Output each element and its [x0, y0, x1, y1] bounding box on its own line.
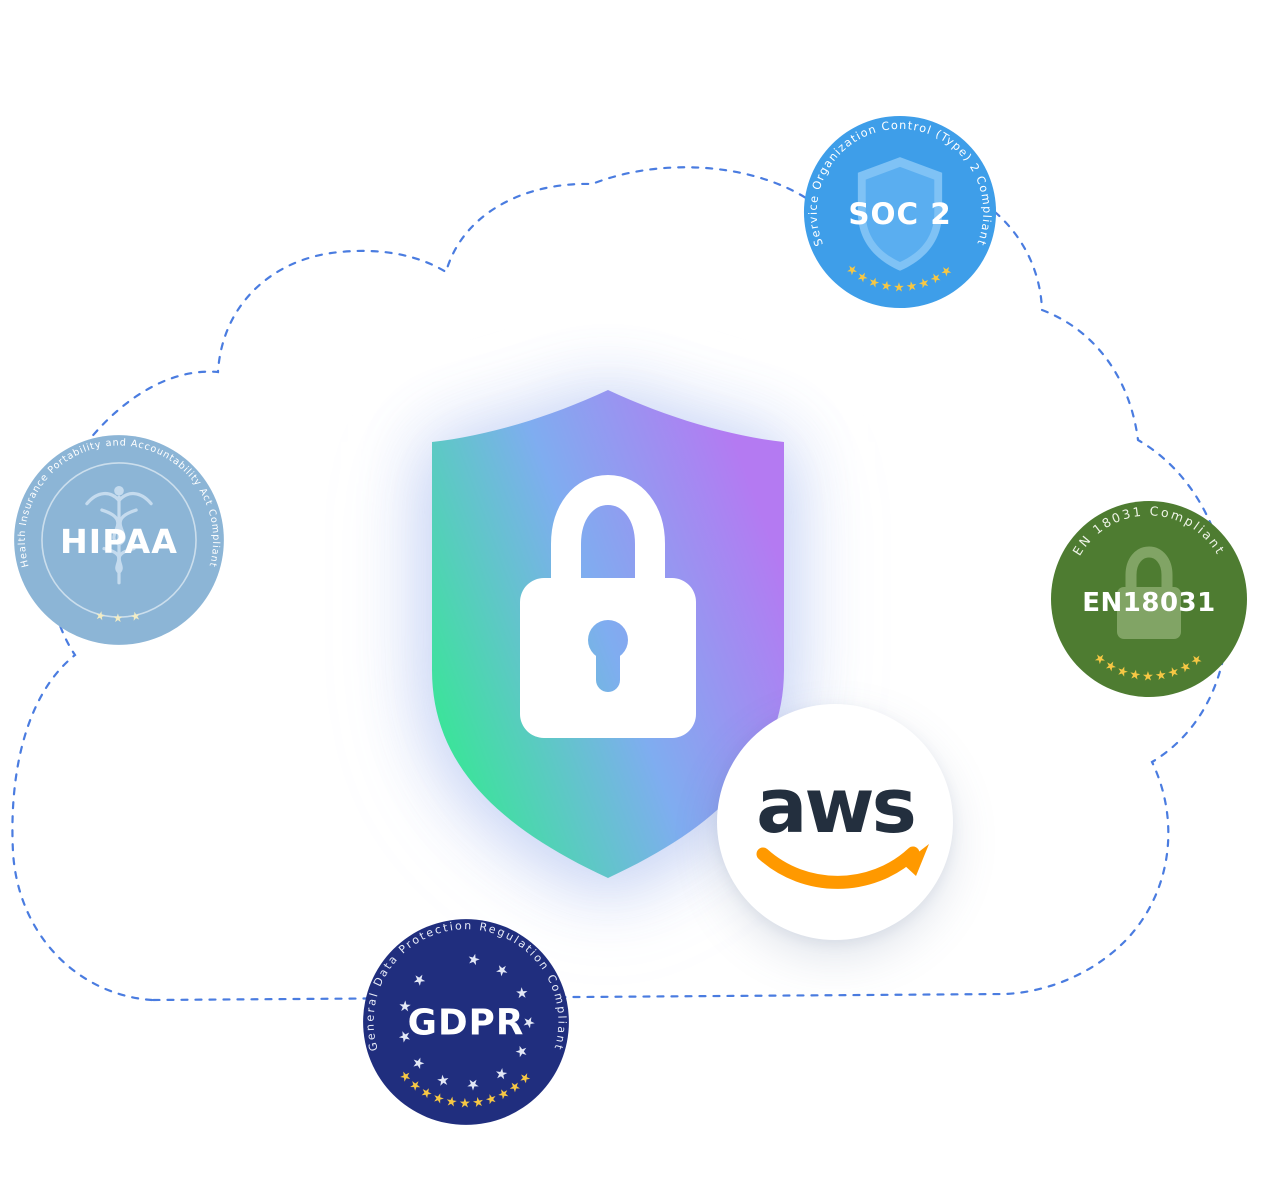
en18031-lock-icon — [1117, 546, 1181, 639]
aws-smile-icon — [756, 846, 920, 889]
security-shield-icon — [432, 390, 784, 878]
hipaa-label: HIPAA — [60, 522, 178, 561]
aws-logo: aws — [756, 761, 929, 889]
gdpr-badge: General Data Protection Regulation Compl… — [361, 917, 571, 1127]
aws-smile-arrow-icon — [903, 844, 929, 876]
en18031-badge: EN 18031 Compliant EN18031 ★★★★★★★★★ — [1049, 499, 1249, 699]
soc2-shield-inner-icon — [865, 166, 935, 262]
hipaa-stars-icon: ★ ★ ★ — [94, 608, 145, 625]
security-shield — [398, 372, 818, 902]
aws-circle — [717, 704, 953, 940]
caduceus-icon — [85, 485, 153, 585]
lock-icon — [520, 474, 696, 738]
aws-logo-badge: aws — [717, 704, 953, 940]
aws-label: aws — [756, 761, 914, 850]
gdpr-badge-circle — [363, 919, 569, 1125]
soc2-label: SOC 2 — [848, 197, 951, 231]
gdpr-label: GDPR — [408, 1003, 525, 1044]
hipaa-badge: Health Insurance Portability and Account… — [12, 433, 226, 647]
cloud-dashed-path — [11, 166, 1230, 1002]
en18031-label: EN18031 — [1082, 588, 1215, 618]
hipaa-inner-ring — [41, 462, 197, 618]
soc2-badge: Service Organization Control (Type) 2 Co… — [802, 114, 998, 310]
